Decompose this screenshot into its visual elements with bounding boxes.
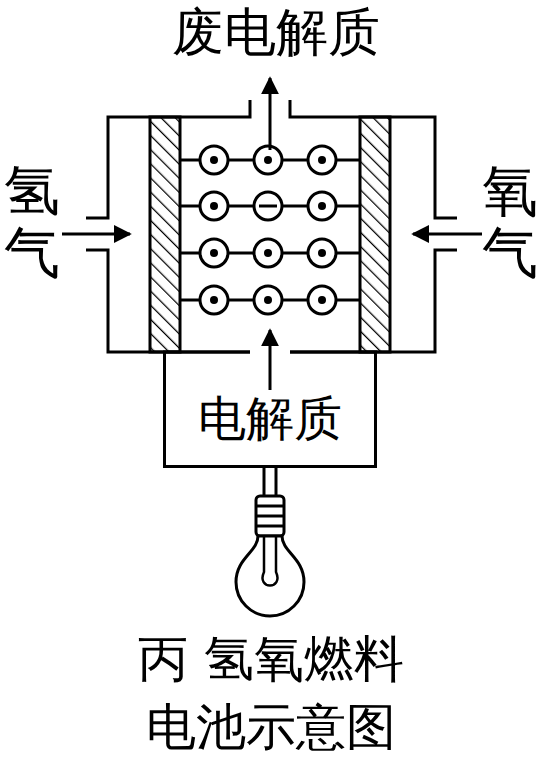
ion-circle [254, 146, 282, 174]
ion-circle [254, 192, 282, 220]
ion-circle [254, 239, 282, 267]
ion-circle [254, 286, 282, 314]
ion-circle [308, 192, 336, 220]
inlet-label: 氢气 [4, 160, 60, 283]
positive-ion [210, 296, 218, 304]
ion-circle [200, 146, 228, 174]
light-bulb [236, 467, 304, 616]
positive-ion [210, 156, 218, 164]
ion-circle [200, 286, 228, 314]
ion-circle [308, 146, 336, 174]
box-label: 电解质 [166, 392, 374, 445]
ion-symbols [180, 146, 360, 314]
figure-caption: 丙 氢氧燃料 电池示意图 [76, 626, 466, 761]
electrolyte-box: 电解质 [163, 352, 377, 468]
positive-ion [318, 202, 326, 210]
positive-ion [264, 296, 272, 304]
ion-circle [200, 239, 228, 267]
ion-circle [200, 192, 228, 220]
positive-ion [318, 296, 326, 304]
positive-ion [264, 249, 272, 257]
positive-ion [318, 156, 326, 164]
inlet-label: 氧气 [482, 160, 538, 283]
electrode-plates [150, 117, 390, 352]
outlet-label: 废电解质 [136, 4, 416, 61]
positive-ion [210, 202, 218, 210]
ion-circle [308, 239, 336, 267]
positive-ion [210, 249, 218, 257]
positive-ion [318, 249, 326, 257]
positive-ion [264, 156, 272, 164]
flow-arrows [62, 78, 482, 390]
negative-ion [259, 205, 277, 208]
ion-circle [308, 286, 336, 314]
